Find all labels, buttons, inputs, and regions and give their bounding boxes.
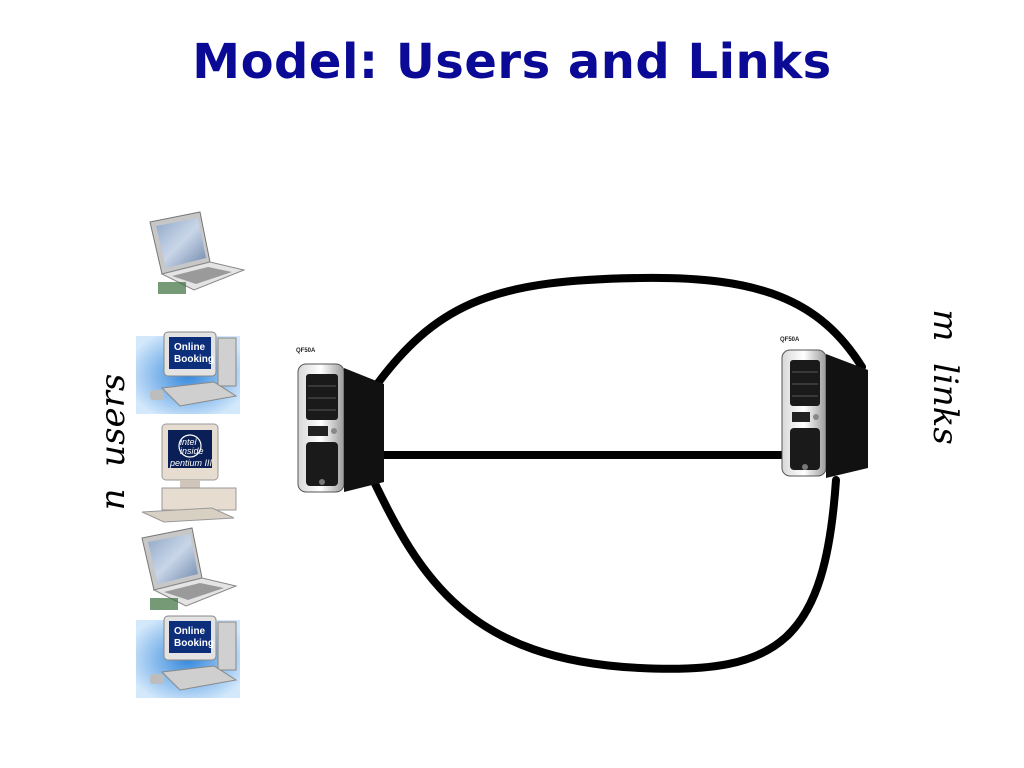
- server-tag: QF50A: [780, 337, 800, 343]
- desktop-monitor-icon: Online Booking: [136, 615, 240, 698]
- link-bottom: [366, 469, 840, 673]
- server-tag: QF50A: [296, 348, 316, 354]
- screen-line: Booking: [174, 354, 214, 365]
- screen-line: intel: [180, 437, 198, 447]
- links-label: m links: [925, 309, 965, 445]
- server-left: QF50A: [296, 348, 384, 493]
- slide-title: Model: Users and Links: [192, 34, 832, 90]
- screen-line: inside: [180, 446, 204, 456]
- screen-line: Online: [174, 626, 206, 637]
- desktop-monitor-icon: Online Booking: [136, 331, 240, 414]
- link-top: [374, 273, 866, 387]
- server-right: QF50A: [780, 337, 868, 478]
- laptop-icon: [149, 211, 246, 294]
- screen-line: Booking: [174, 638, 214, 649]
- users-label: n users: [93, 373, 133, 511]
- desktop-pc-icon: intel inside pentium III: [141, 423, 237, 523]
- laptop-icon: [141, 527, 238, 610]
- screen-line: Online: [174, 342, 206, 353]
- links: [366, 273, 866, 673]
- screen-line: pentium III: [169, 458, 213, 468]
